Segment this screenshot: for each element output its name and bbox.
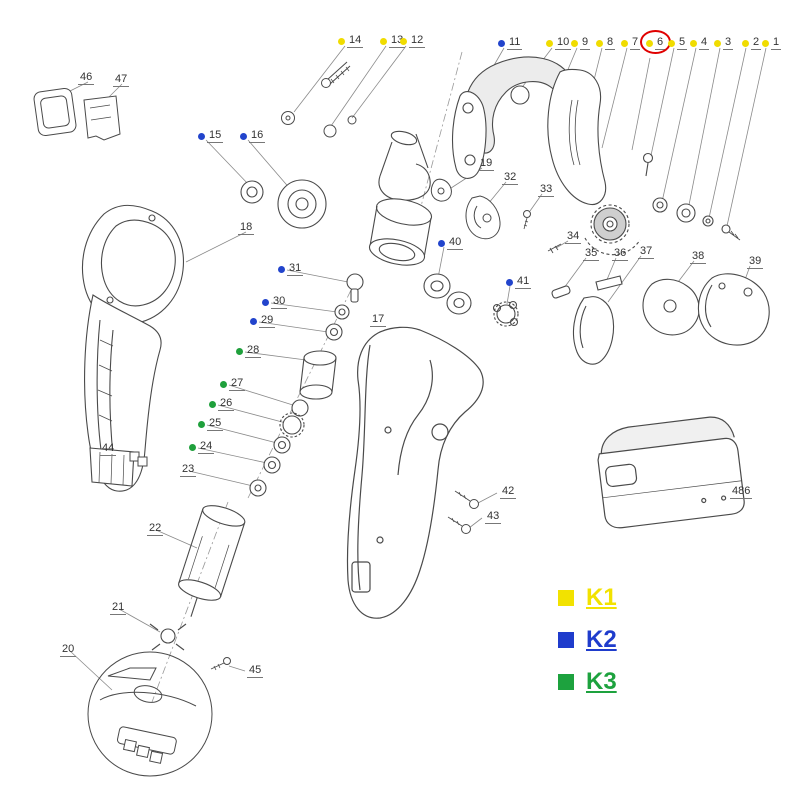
shaft-stack-drawing <box>249 273 364 497</box>
legend-row-K2: K2 <box>558 626 617 654</box>
cutter-detail-drawing <box>87 651 213 777</box>
legend-swatch-K2 <box>558 632 574 648</box>
legend-swatch-K1 <box>558 590 574 606</box>
washers-15-16-drawing <box>240 179 327 229</box>
trigger-group-drawing <box>551 275 623 365</box>
coupling-21-drawing <box>149 623 187 651</box>
blade-set-drawing <box>452 56 741 256</box>
washers-40-41-drawing <box>423 273 519 327</box>
cover-plates-drawing <box>33 87 121 141</box>
legend-label-K1: K1 <box>586 584 617 611</box>
legend-row-K3: K3 <box>558 668 617 696</box>
connector-44-drawing <box>129 451 148 467</box>
covers-drawing <box>642 273 770 346</box>
leader-lines <box>59 45 767 691</box>
legend-row-K1: K1 <box>558 584 617 612</box>
center-axis-lines <box>151 51 463 703</box>
bracket-guard-drawing <box>430 178 562 254</box>
small-screws-drawing <box>210 490 479 671</box>
legend-swatch-K3 <box>558 674 574 690</box>
battery-drawing <box>597 416 745 529</box>
pins-drawing <box>281 61 357 138</box>
gearbox-assembly-drawing <box>368 130 433 266</box>
main-housing-drawing <box>346 326 484 619</box>
legend-label-K3: K3 <box>586 668 617 695</box>
handle-housing-drawing <box>82 204 185 492</box>
legend-label-K2: K2 <box>586 626 617 653</box>
motor-drawing <box>178 505 246 617</box>
